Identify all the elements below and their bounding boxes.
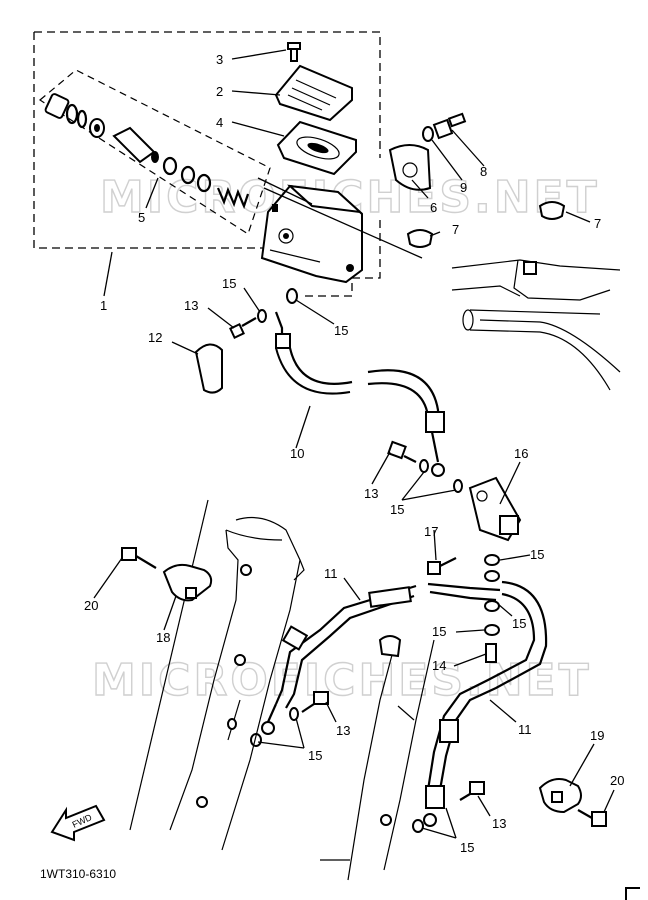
forward-direction-arrow: FWD	[50, 804, 106, 842]
copper-washer-joint-d	[484, 624, 500, 636]
callout-13d: 13	[492, 816, 506, 831]
dust-cap-7b	[538, 201, 566, 220]
copper-washer-lower-right	[412, 819, 424, 833]
leader-lines	[93, 49, 615, 839]
union-bolt-mid	[387, 440, 417, 463]
clamp-bolt-20-left	[121, 547, 157, 569]
callout-15c: 15	[390, 502, 404, 517]
piston-kit-parts	[44, 93, 250, 210]
bolt-8	[432, 112, 467, 140]
handlebar-outline	[451, 259, 621, 391]
washer-9	[422, 126, 434, 142]
callout-1: 1	[100, 298, 107, 313]
lever-holder-bracket	[388, 144, 432, 191]
callout-11a: 11	[324, 566, 338, 581]
callout-15h: 15	[460, 840, 474, 855]
callout-10: 10	[290, 446, 304, 461]
brake-hose-upper	[274, 311, 445, 477]
callout-20a: 20	[84, 598, 98, 613]
copper-washer-mid-b	[453, 479, 463, 493]
callout-15b: 15	[334, 323, 348, 338]
callout-13a: 13	[184, 298, 198, 313]
callout-16: 16	[514, 446, 528, 461]
callout-14: 14	[432, 658, 446, 673]
callout-15e: 15	[512, 616, 526, 631]
copper-washer-joint-c	[484, 600, 500, 612]
union-bolt-lower-right	[459, 781, 485, 801]
callout-15g: 15	[308, 748, 322, 763]
copper-washer-lower-left-a	[289, 707, 299, 721]
banjo-cover	[194, 343, 223, 394]
callout-4: 4	[216, 115, 223, 130]
brake-hose-right	[423, 580, 548, 827]
callout-numbers: 3 2 4 5 1 6 7 7 8 9 15 15 13 12 10 13 15…	[84, 52, 624, 855]
copper-washer-joint-b	[484, 570, 500, 582]
corner-mark	[625, 887, 640, 900]
dust-cap-7a	[406, 229, 434, 248]
callout-13b: 13	[364, 486, 378, 501]
callout-19: 19	[590, 728, 604, 743]
callout-3: 3	[216, 52, 223, 67]
callout-8: 8	[480, 164, 487, 179]
brake-hose-left	[261, 582, 501, 735]
callout-13c: 13	[336, 723, 350, 738]
callout-17: 17	[424, 524, 438, 539]
callout-12: 12	[148, 330, 162, 345]
copper-washer-upper-b	[286, 288, 298, 304]
callout-6: 6	[430, 200, 437, 215]
piston-kit-box	[38, 69, 271, 235]
reservoir-cap	[274, 64, 353, 122]
clamp-bolt-20-right	[577, 809, 607, 827]
callout-20b: 20	[610, 773, 624, 788]
callout-2: 2	[216, 84, 223, 99]
copper-washer-upper-a	[257, 309, 267, 323]
hose-clamp-19	[538, 778, 582, 814]
copper-washer-mid-a	[419, 459, 429, 473]
callout-18: 18	[156, 630, 170, 645]
joint-bolt	[427, 557, 457, 575]
figure-code: 1WT310-6310	[40, 867, 116, 881]
callout-15a: 15	[222, 276, 236, 291]
callout-7b: 7	[594, 216, 601, 231]
reservoir-cap-screw	[287, 42, 301, 62]
union-bolt-lower-left	[301, 691, 329, 713]
brake-hose-joint	[468, 476, 522, 542]
callout-9: 9	[460, 180, 467, 195]
master-cylinder-body	[260, 184, 364, 284]
hose-clamp-18	[162, 563, 213, 602]
callout-15d: 15	[530, 547, 544, 562]
front-fork-outline	[129, 499, 435, 881]
callout-7a: 7	[452, 222, 459, 237]
copper-washer-joint-a	[484, 554, 500, 566]
callout-11b: 11	[518, 722, 532, 737]
callout-15f: 15	[432, 624, 446, 639]
callout-5: 5	[138, 210, 145, 225]
union-bolt-upper	[229, 317, 257, 339]
watermark-bottom: MICROFICHES.NET	[92, 655, 592, 706]
reservoir-diaphragm	[276, 120, 357, 176]
bleed-screw	[485, 643, 497, 663]
